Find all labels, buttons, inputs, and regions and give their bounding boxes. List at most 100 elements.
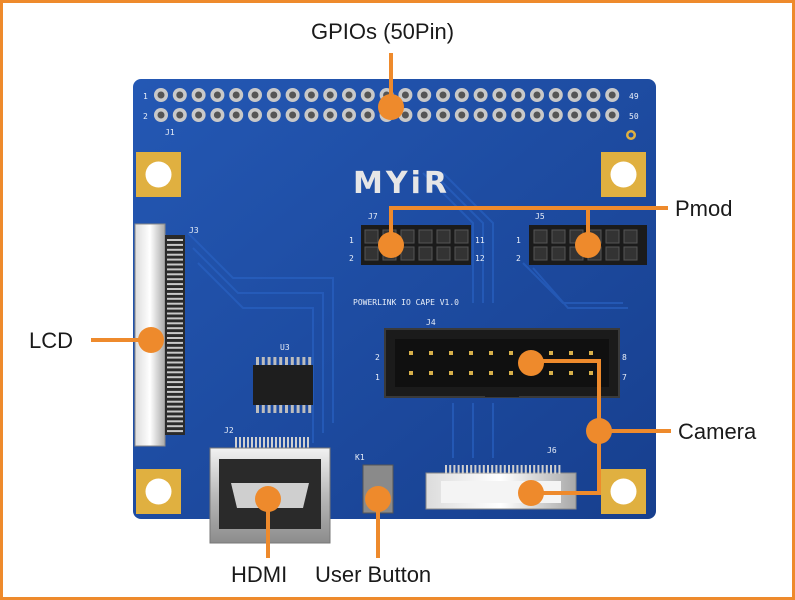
camera-pin [449, 351, 453, 355]
lcd-pin [167, 420, 183, 423]
j7-pin12-label: 12 [475, 254, 485, 263]
j1-pin49-label: 49 [629, 92, 639, 101]
camera-pin [549, 371, 553, 375]
fpc-pin [449, 465, 452, 474]
fpc-pin [491, 465, 494, 474]
lcd-pin [167, 243, 183, 246]
chip-leg [273, 405, 277, 413]
pmod-pin [551, 229, 566, 244]
lcd-pin [167, 337, 183, 339]
lcd-pin [167, 390, 183, 393]
j5-pin2-label: 2 [516, 254, 521, 263]
chip-leg [267, 405, 271, 413]
fpc-pin [516, 465, 519, 474]
gpio-header-j1 [154, 88, 620, 122]
hdmi-pin [251, 437, 253, 448]
chip-leg [296, 357, 300, 365]
lcd-pin [167, 381, 183, 384]
camera-pin [409, 371, 413, 375]
lcd-pin [167, 400, 183, 403]
lcd-pin [167, 371, 183, 374]
ic-chip-u3 [253, 365, 313, 405]
pmod-pin [623, 229, 638, 244]
lcd-pin [167, 395, 183, 398]
board-silkscreen-title: POWERLINK IO CAPE V1.0 [353, 298, 459, 307]
fpc-pin [554, 465, 557, 474]
chip-leg [256, 357, 259, 365]
fpc-pin [537, 465, 540, 474]
pmod-callout: Pmod [675, 196, 733, 221]
hdmi-pin [239, 437, 241, 448]
callout-dots [138, 94, 612, 512]
pmod-pin [418, 246, 433, 261]
hdmi-pin [279, 437, 281, 448]
pmod-pin [400, 246, 415, 261]
fpc-pin [474, 465, 477, 474]
lcd-pin [167, 415, 183, 418]
lcd-pin [167, 430, 183, 433]
lcd-pin [167, 292, 183, 295]
hdmi-pin [291, 437, 293, 448]
hdmi-pin [283, 437, 285, 448]
pmod-pin [605, 229, 620, 244]
camera-pin [549, 351, 553, 355]
pmod-j5-dot [575, 232, 601, 258]
mounting-hole-bl [136, 469, 181, 514]
pmod-pin [623, 246, 638, 261]
camera-j6-dot [518, 480, 544, 506]
k1-designator: K1 [355, 453, 365, 462]
j7-pin2-label: 2 [349, 254, 354, 263]
fpc-pin [470, 465, 473, 474]
j4-pin1-label: 1 [375, 373, 380, 382]
lcd-pin [167, 332, 183, 335]
lcd-pin [167, 302, 183, 305]
chip-leg [267, 357, 271, 365]
j4-designator: J4 [426, 318, 436, 327]
lcd-pin [167, 376, 183, 379]
chip-leg [285, 357, 288, 365]
chip-leg [290, 357, 294, 365]
lcd-pin [167, 312, 183, 315]
j5-designator: J5 [535, 212, 545, 221]
hdmi-pin [275, 437, 277, 448]
lcd-pin [167, 248, 183, 251]
pmod-pin [454, 246, 469, 261]
fpc-pin [533, 465, 536, 474]
pmod-pin [533, 229, 548, 244]
lcd-pin [167, 386, 183, 388]
chip-leg [302, 357, 306, 365]
chip-leg [296, 405, 300, 413]
j1-pin1-label: 1 [143, 92, 148, 101]
camera-pin [449, 371, 453, 375]
lcd-pin [167, 288, 183, 290]
pmod-pin [605, 246, 620, 261]
lcd-pin [167, 346, 183, 349]
camera-pin [589, 371, 593, 375]
pmod-pin [551, 246, 566, 261]
hdmi-pin [259, 437, 261, 448]
lcd-pin [167, 239, 183, 241]
lcd-pin [167, 341, 183, 344]
lcd-pin [167, 278, 183, 281]
pmod-pin [436, 246, 451, 261]
chip-leg [302, 405, 306, 413]
lcd-pin [167, 425, 183, 428]
hdmi-callout: HDMI [231, 562, 288, 587]
lcd-pin [167, 361, 183, 364]
pmod-pin [533, 246, 548, 261]
j7-designator: J7 [368, 212, 378, 221]
lcd-pin [167, 283, 183, 286]
hdmi-pin [299, 437, 301, 448]
chip-leg [285, 405, 288, 413]
fpc-pin [457, 465, 460, 474]
fpc-pin [512, 465, 515, 474]
u3-designator: U3 [280, 343, 290, 352]
fpc-pin [453, 465, 456, 474]
camera-dot [586, 418, 612, 444]
hdmi-pin [287, 437, 289, 448]
chip-leg [273, 357, 277, 365]
lcd-pin [167, 405, 183, 408]
j4-pin7-label: 7 [622, 373, 627, 382]
j5-pin1-label: 1 [516, 236, 521, 245]
